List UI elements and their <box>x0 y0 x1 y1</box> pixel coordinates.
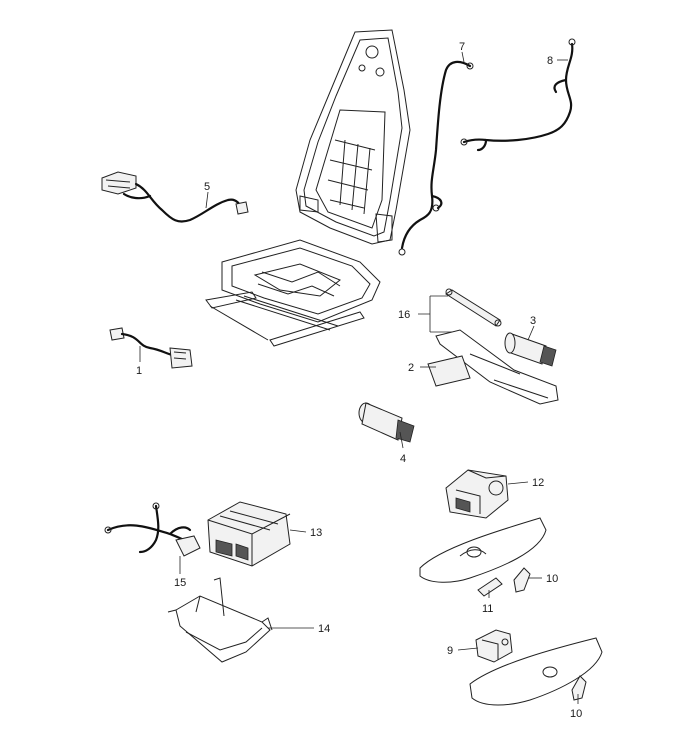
seat-frame <box>205 29 411 347</box>
mounting-bracket <box>427 329 559 405</box>
label-11: 11 <box>482 603 493 615</box>
label-13: 13 <box>310 527 322 539</box>
knob-10-lower <box>571 675 587 701</box>
seat-side-panel-upper <box>419 517 547 583</box>
seat-side-panel-lower <box>469 637 603 706</box>
label-14: 14 <box>318 623 330 635</box>
callout-labels: 1 2 3 4 5 7 8 9 10 10 11 12 13 14 15 16 <box>136 41 582 720</box>
wiring-harness-8 <box>460 38 576 152</box>
knob-11 <box>477 577 503 597</box>
bracket-14 <box>167 577 273 663</box>
label-1: 1 <box>136 365 142 377</box>
switch-9 <box>475 629 513 663</box>
label-16: 16 <box>398 309 410 321</box>
harness-connector-cable <box>109 327 193 369</box>
label-2: 2 <box>408 362 414 374</box>
wiring-harness-7 <box>398 60 474 256</box>
label-10-lower: 10 <box>570 708 582 720</box>
wiring-harness-15 <box>104 502 201 557</box>
label-9: 9 <box>447 645 453 657</box>
motor-4 <box>358 402 415 443</box>
wiring-harness-5 <box>101 171 249 223</box>
motor-3 <box>504 332 557 367</box>
shaft-assembly-16 <box>445 288 502 327</box>
label-10-upper: 10 <box>546 573 558 585</box>
label-4: 4 <box>400 453 406 465</box>
label-5: 5 <box>204 181 210 193</box>
label-7: 7 <box>459 41 465 53</box>
knob-10-upper <box>513 567 531 593</box>
leader-lines <box>139 51 579 704</box>
label-15: 15 <box>174 577 186 589</box>
label-8: 8 <box>547 55 553 67</box>
switch-12 <box>445 469 509 519</box>
label-12: 12 <box>532 477 544 489</box>
control-unit-13 <box>207 501 291 567</box>
label-3: 3 <box>530 315 536 327</box>
